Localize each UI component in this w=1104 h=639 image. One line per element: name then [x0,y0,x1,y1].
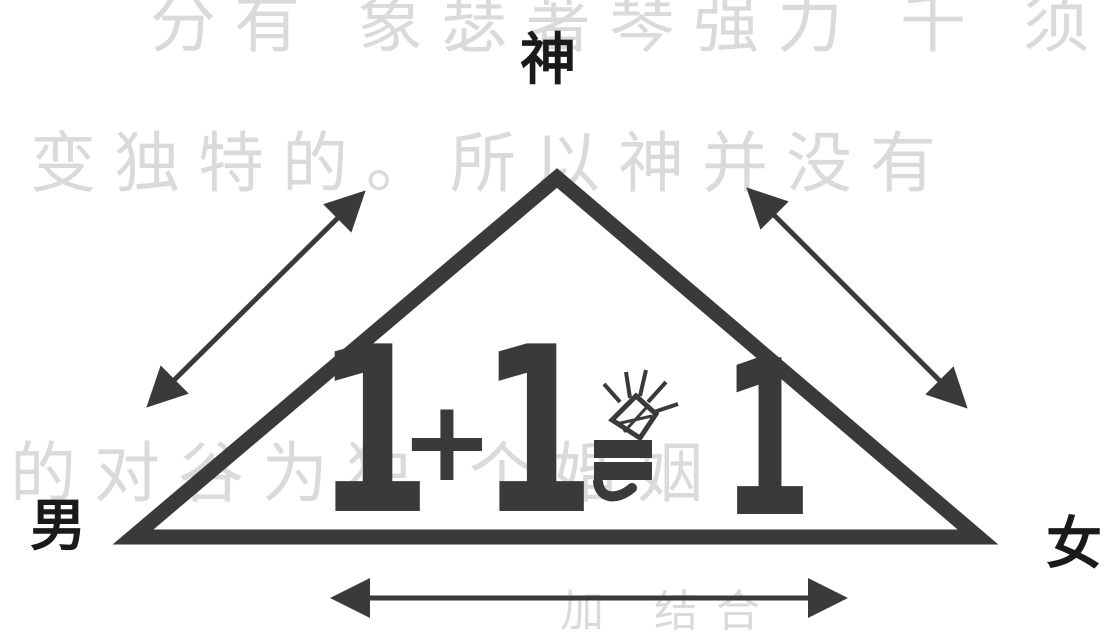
lit-firecracker-icon [593,369,679,502]
label-woman: 女 [1046,511,1102,577]
label-man: 男 [30,493,86,559]
label-god: 神 [520,27,576,93]
equation-plus: + [400,377,494,507]
double-headed-arrow-icon [746,187,968,409]
equation-result-one: 1 [722,314,812,565]
double-headed-arrow-icon [146,190,366,408]
equation-one-right: 1 [480,299,596,566]
bleed-through-text-1: 分有 象瑟著琴强力 千 须 [150,0,1104,62]
bleed-through-text-3: 的对谷为独 个婚姻 [10,435,721,512]
equation-one-left: 1 [316,299,432,566]
